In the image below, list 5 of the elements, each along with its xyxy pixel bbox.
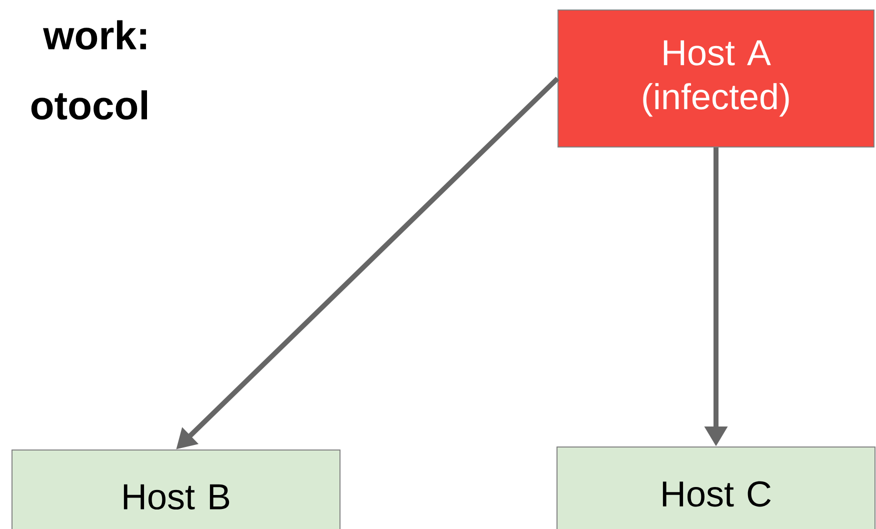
host-box: Host C	[556, 446, 876, 529]
host-box: Host B	[12, 449, 340, 529]
title-text: work:	[43, 20, 146, 50]
title-text: otocol	[31, 90, 147, 120]
host-box: Host A (infected)	[558, 10, 874, 148]
